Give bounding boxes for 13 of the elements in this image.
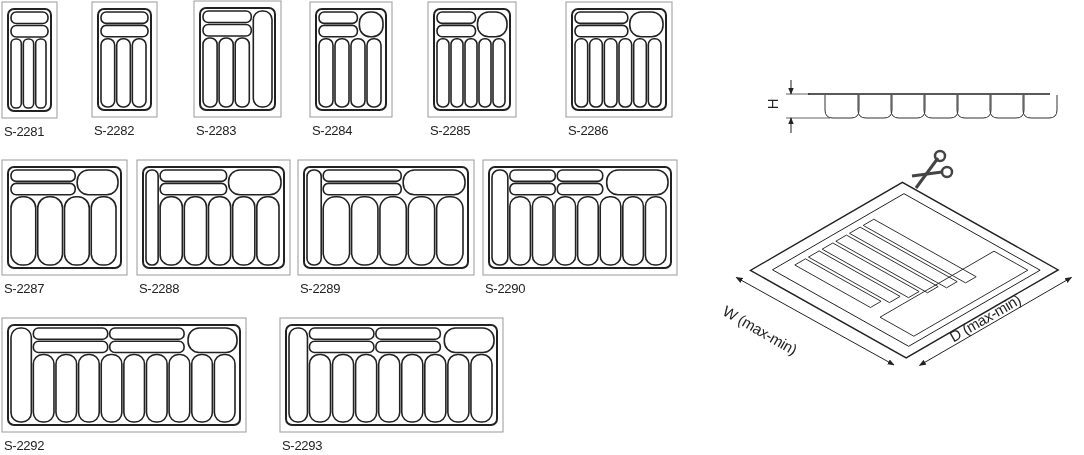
model-code: S-2281	[4, 125, 45, 138]
model-code: S-2284	[312, 124, 353, 137]
model-code: S-2285	[430, 124, 471, 137]
model-code: S-2292	[4, 439, 45, 452]
model-code: S-2286	[568, 124, 609, 137]
model-code: S-2288	[139, 282, 180, 295]
model-code: S-2289	[300, 282, 341, 295]
model-code: S-2282	[94, 124, 135, 137]
dimension-label: H	[764, 98, 780, 110]
model-code: S-2287	[4, 282, 45, 295]
model-code: S-2283	[196, 124, 237, 137]
model-code: S-2290	[485, 282, 526, 295]
model-code: S-2293	[282, 439, 323, 452]
